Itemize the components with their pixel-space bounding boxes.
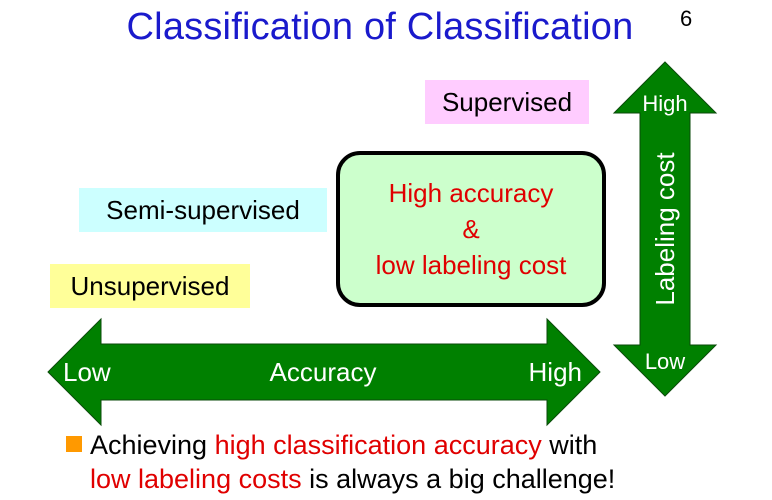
accuracy-high-label: High xyxy=(529,357,582,387)
goal-box: High accuracy & low labeling cost xyxy=(336,151,606,307)
unsupervised-label: Unsupervised xyxy=(50,264,250,308)
goal-line-1: High accuracy xyxy=(388,178,554,208)
labeling-cost-axis-label: Labeling cost xyxy=(650,152,680,306)
goal-line-2: & xyxy=(462,214,480,244)
bullet-text-part: with xyxy=(541,430,598,460)
slide-title: Classification of Classification xyxy=(126,6,634,48)
bullet-marker xyxy=(66,436,82,452)
bullet-highlight: low labeling costs xyxy=(90,464,302,494)
bullet-highlight: high classification accuracy xyxy=(214,430,542,460)
labeling-cost-low-label: Low xyxy=(645,349,685,374)
bullet-text: Achieving high classification accuracy w… xyxy=(90,428,766,496)
labeling-cost-arrow xyxy=(612,61,718,397)
labeling-cost-high-label: High xyxy=(642,91,687,116)
accuracy-axis-label: Accuracy xyxy=(270,357,377,387)
page-number: 6 xyxy=(680,6,693,31)
bullet-text-part: Achieving xyxy=(90,430,215,460)
accuracy-arrow xyxy=(47,317,601,427)
goal-line-3: low labeling cost xyxy=(375,250,567,280)
semi-supervised-label: Semi-supervised xyxy=(79,188,327,232)
bullet-text-part: is always a big challenge! xyxy=(301,464,616,494)
accuracy-low-label: Low xyxy=(63,357,111,387)
supervised-label: Supervised xyxy=(425,80,589,124)
bullet-point: Achieving high classification accuracy w… xyxy=(66,428,766,496)
